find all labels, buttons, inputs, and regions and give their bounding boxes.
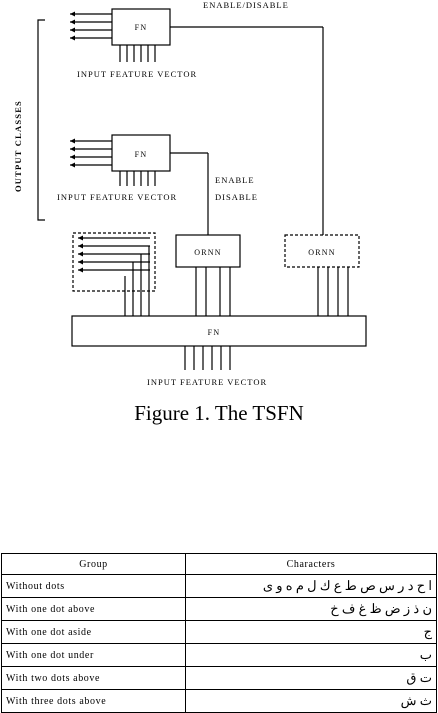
characters-cell: ب [185,643,437,667]
fn-top-label: FN [135,23,148,32]
group-cell: With one dot above [1,597,186,621]
characters-cell: ج [185,620,437,644]
table-row: With one dot aside ج [1,620,437,644]
table-row: With three dots above ث ش [1,689,437,713]
figure-caption: Figure 1. The TSFN [134,401,304,425]
enable-disable-top-label: ENABLE/DISABLE [203,0,289,10]
group-cell: With one dot under [1,643,186,667]
fn-bottom-label: FN [208,328,221,337]
input-feature-vector-bottom: INPUT FEATURE VECTOR [147,377,267,387]
group-cell: With three dots above [1,689,186,713]
character-groups-table: Group Characters Without dots ا ح د ر س … [1,553,437,713]
group-header: Group [1,553,186,575]
disable-label: DISABLE [215,192,258,202]
table-row: With two dots above ت ق [1,666,437,690]
fn-bottom-box [71,315,367,347]
group-cell: With two dots above [1,666,186,690]
enable-label: ENABLE [215,175,255,185]
input-feature-vector-top: INPUT FEATURE VECTOR [77,69,197,79]
input-feature-vector-mid: INPUT FEATURE VECTOR [57,192,177,202]
ornn-left-box [175,234,241,268]
characters-cell: ت ق [185,666,437,690]
group-cell: With one dot aside [1,620,186,644]
fn-mid-label: FN [135,150,148,159]
ornn-right-label: ORNN [308,248,335,257]
characters-cell: ن ذ ز ض ظ غ ف خ [185,597,437,621]
characters-cell: ث ش [185,689,437,713]
ornn-right-box [284,234,360,268]
group-cell: Without dots [1,574,186,598]
table-header-row: Group Characters [1,553,437,575]
table-row: With one dot under ب [1,643,437,667]
table-row: Without dots ا ح د ر س ص ط ع ك ل م ه و ى [1,574,437,598]
table-row: With one dot above ن ذ ز ض ظ غ ف خ [1,597,437,621]
tsfn-diagram: FN FN ORNN ORNN FN ENABLE/DISABLE ENABLE… [13,0,367,387]
characters-header: Characters [185,553,437,575]
output-classes-label: OUTPUT CLASSES [13,100,23,192]
characters-cell: ا ح د ر س ص ط ع ك ل م ه و ى [185,574,437,598]
ornn-left-label: ORNN [194,248,221,257]
